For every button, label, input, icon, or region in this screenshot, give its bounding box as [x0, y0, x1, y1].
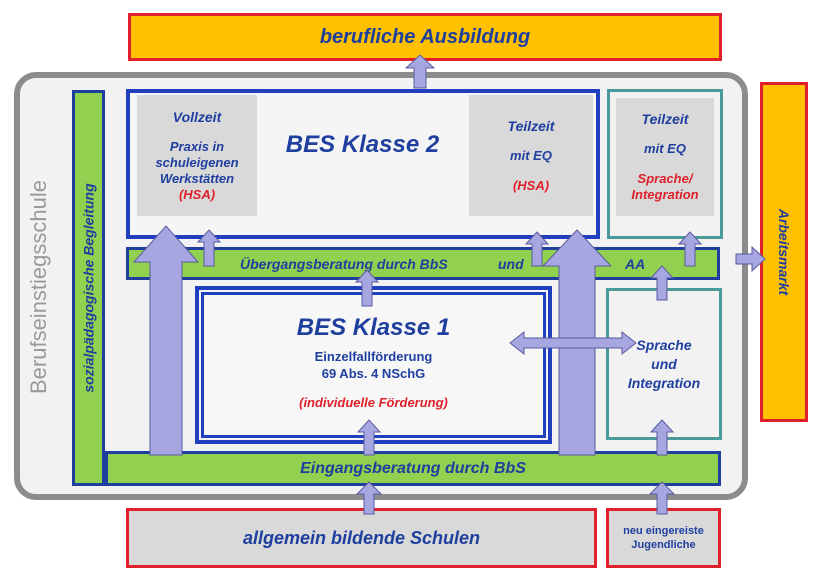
teilzeit-right-title: Teilzeit [641, 111, 689, 127]
bes2-teilzeit-panel: Teilzeit mit EQ (HSA) [469, 95, 593, 216]
arrow-up-ausbildung [404, 54, 436, 89]
neu-eingereiste-box: neu eingereiste Jugendliche [606, 508, 721, 568]
arbeitsmarkt-box: Arbeitsmarkt [760, 82, 808, 422]
vollzeit-line2: schuleigenen [155, 154, 239, 170]
teilzeit-right-line1: mit EQ [644, 141, 686, 156]
teilzeit-right-note2: Integration [631, 187, 699, 202]
bes-klasse-2-title: BES Klasse 2 [285, 131, 440, 158]
eingangsberatung-bar: Eingangsberatung durch BbS [105, 451, 721, 486]
arrow-up-vollzeit [196, 229, 222, 267]
teilzeit-note: (HSA) [512, 177, 550, 193]
uebergangsberatung-bar [126, 247, 720, 280]
big-arrow-left [132, 225, 200, 456]
bes1-line1: Einzelfallförderung [314, 349, 433, 364]
vollzeit-title: Vollzeit [172, 108, 222, 125]
arrow-up-sprache-top [649, 265, 675, 301]
teilzeit-line1: mit EQ [510, 147, 552, 163]
teilzeit-title: Teilzeit [507, 117, 555, 134]
vollzeit-note: (HSA) [178, 186, 216, 202]
bes1-line2: 69 Abs. 4 NSchG [321, 366, 426, 381]
sozialpaedagogische-begleitung-bar: sozialpädagogische Begleitung [72, 90, 105, 486]
uebergangsberatung-und: und [498, 256, 524, 272]
bes-klasse-1-title: BES Klasse 1 [296, 314, 451, 341]
neu-eingereiste-line2: Jugendliche [631, 539, 696, 551]
arrow-up-teilzeit-right [677, 231, 703, 267]
allgemein-bildende-schulen-label: allgemein bildende Schulen [242, 527, 481, 548]
allgemein-bildende-schulen-box: allgemein bildende Schulen [126, 508, 597, 568]
arrow-up-jugendliche [648, 481, 676, 515]
sprache-line3: Integration [627, 374, 701, 391]
teilzeit-right-note1: Sprache/ [637, 171, 693, 186]
teilzeit-sprache-box: Teilzeit mit EQ Sprache/ Integration [607, 89, 723, 239]
berufliche-ausbildung-box: berufliche Ausbildung [128, 13, 722, 61]
bes-klasse-1-box: BES Klasse 1 Einzelfallförderung 69 Abs.… [201, 292, 546, 438]
neu-eingereiste-line1: neu eingereiste [623, 525, 704, 537]
arrow-up-schulen [355, 481, 383, 515]
sprache-line2: und [651, 355, 677, 372]
bes1-note: (individuelle Förderung) [299, 395, 448, 410]
uebergangsberatung-aa: AA [625, 256, 646, 272]
sprache-integration-box: Sprache und Integration [606, 288, 722, 440]
bes2-vollzeit-panel: Vollzeit Praxis in schuleigenen Werkstät… [137, 95, 257, 216]
teilzeit-sprache-panel: Teilzeit mit EQ Sprache/ Integration [616, 98, 714, 216]
vollzeit-line3: Werkstätten [159, 170, 235, 186]
arrow-up-sprache-bottom [649, 419, 675, 456]
arrow-up-bes1-bottom [356, 419, 382, 456]
sprache-line1: Sprache [636, 336, 692, 353]
arrow-up-teilzeit [524, 231, 550, 267]
arrow-double-horizontal [509, 330, 637, 356]
arrow-right-arbeitsmarkt [735, 245, 766, 273]
bes-klasse-2-title-wrap: BES Klasse 2 [260, 125, 465, 165]
berufliche-ausbildung-label: berufliche Ausbildung [319, 25, 531, 48]
eingangsberatung-label: Eingangsberatung durch BbS [300, 459, 526, 477]
uebergangsberatung-label: Übergangsberatung durch BbS [240, 256, 448, 272]
arrow-up-bes1-top [354, 269, 380, 307]
vollzeit-line1: Praxis in [169, 138, 225, 154]
